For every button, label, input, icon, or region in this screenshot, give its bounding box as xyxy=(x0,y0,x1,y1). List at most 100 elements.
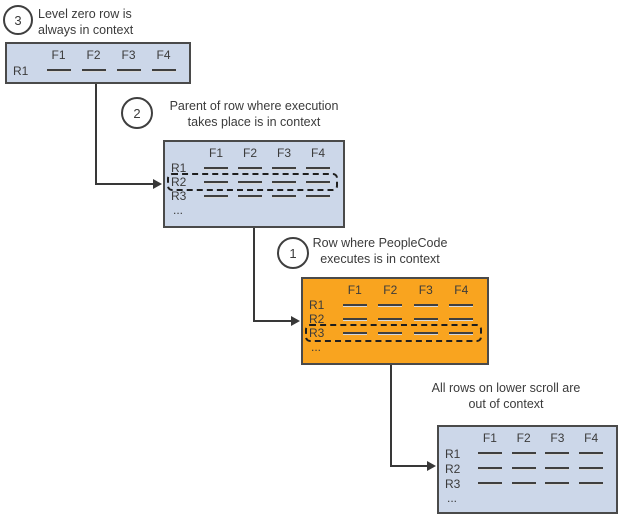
field-value-line xyxy=(204,166,228,170)
grid-row-r2: R2 xyxy=(445,461,608,476)
field-value-line xyxy=(151,69,176,72)
field-value-line xyxy=(477,452,502,455)
field-value-line xyxy=(272,180,296,184)
field-cell xyxy=(301,194,335,198)
field-header-label: F4 xyxy=(310,146,325,160)
callout-text-execution-row: Row where PeopleCode executes is in cont… xyxy=(305,236,455,267)
field-cell xyxy=(233,180,267,184)
field-cell xyxy=(574,467,608,470)
field-cell xyxy=(301,180,335,184)
callout-number: 2 xyxy=(133,105,141,121)
callout-circle-2: 2 xyxy=(121,97,153,129)
field-cell xyxy=(41,69,76,72)
field-cell xyxy=(373,303,409,307)
field-value-line xyxy=(413,303,438,307)
field-cell xyxy=(373,331,409,335)
field-header-label: F2 xyxy=(383,283,398,297)
field-header-label: F1 xyxy=(51,47,66,62)
field-cell xyxy=(337,317,373,321)
field-value-line xyxy=(579,452,604,455)
field-value-line xyxy=(46,69,71,72)
connector-2-vertical xyxy=(253,228,255,322)
callout-line: takes place is in context xyxy=(187,114,321,129)
field-value-line xyxy=(413,317,438,321)
field-cell xyxy=(408,317,444,321)
field-cell xyxy=(76,69,111,72)
field-cell xyxy=(408,303,444,307)
field-value-line xyxy=(545,482,570,485)
callout-circle-1: 1 xyxy=(277,237,309,269)
grid-row-r1: R1 xyxy=(171,161,335,175)
field-header-label: F2 xyxy=(242,146,257,160)
field-value-line xyxy=(272,166,296,170)
field-value-line xyxy=(378,303,403,307)
field-header-label: F1 xyxy=(208,146,223,160)
field-cell xyxy=(199,180,233,184)
field-cell xyxy=(541,467,575,470)
grid-row-r3: R3 xyxy=(305,324,482,342)
row-label: R2 xyxy=(171,175,187,189)
field-value-line xyxy=(545,467,570,470)
field-cell xyxy=(337,303,373,307)
field-value-line xyxy=(238,194,262,198)
field-cell xyxy=(199,194,233,198)
row-label: R1 xyxy=(171,161,187,175)
callout-line: always in context xyxy=(38,22,134,37)
field-cell xyxy=(267,194,301,198)
field-value-line xyxy=(378,331,403,335)
row-label: R3 xyxy=(171,189,187,203)
field-cell xyxy=(373,317,409,321)
field-value-line xyxy=(306,166,330,170)
field-value-line xyxy=(511,452,536,455)
callout-text-parent-row: Parent of row where execution takes plac… xyxy=(156,99,352,130)
field-cell xyxy=(473,482,507,485)
grid-row-r2: R2 xyxy=(167,173,338,191)
field-value-line xyxy=(238,180,262,184)
field-header-label: F3 xyxy=(121,47,136,62)
field-header-label: F3 xyxy=(550,431,565,445)
field-value-line xyxy=(306,194,330,198)
field-cell xyxy=(267,166,301,170)
callout-line: executes is in context xyxy=(320,251,440,266)
more-rows-ellipsis: ... xyxy=(311,340,322,354)
note-line: All rows on lower scroll are xyxy=(431,381,581,395)
row-label: R2 xyxy=(445,461,461,476)
field-cell xyxy=(233,194,267,198)
field-cell xyxy=(337,331,373,335)
grid-row-r3: R3 xyxy=(171,189,335,203)
more-rows-ellipsis: ... xyxy=(173,203,184,217)
field-cell xyxy=(408,331,444,335)
grid-row-r1: R1 xyxy=(445,446,608,461)
callout-line: Level zero row is xyxy=(38,7,132,21)
connector-1-arrowhead-icon xyxy=(153,179,162,189)
field-cell xyxy=(541,482,575,485)
field-header-label: F4 xyxy=(584,431,599,445)
field-header-label: F4 xyxy=(454,283,469,297)
grid-row-r3: R3 xyxy=(445,476,608,491)
row-label: R2 xyxy=(309,312,325,326)
callout-number: 1 xyxy=(289,245,297,261)
field-cell xyxy=(301,166,335,170)
field-cell xyxy=(574,482,608,485)
field-cell xyxy=(444,317,480,321)
field-value-line xyxy=(116,69,141,72)
field-cell xyxy=(507,452,541,455)
connector-1-vertical xyxy=(95,84,97,185)
field-value-line xyxy=(449,303,474,307)
connector-3-vertical xyxy=(390,365,392,467)
field-header-label: F1 xyxy=(482,431,497,445)
grid-row-r2: R2 xyxy=(309,312,479,326)
field-cell xyxy=(444,303,480,307)
field-header-label: F2 xyxy=(86,47,101,62)
grid-row-r1: R1 xyxy=(309,298,479,312)
field-value-line xyxy=(238,166,262,170)
row-label: R3 xyxy=(309,326,325,340)
field-header-label: F2 xyxy=(516,431,531,445)
callout-number: 3 xyxy=(14,12,22,28)
